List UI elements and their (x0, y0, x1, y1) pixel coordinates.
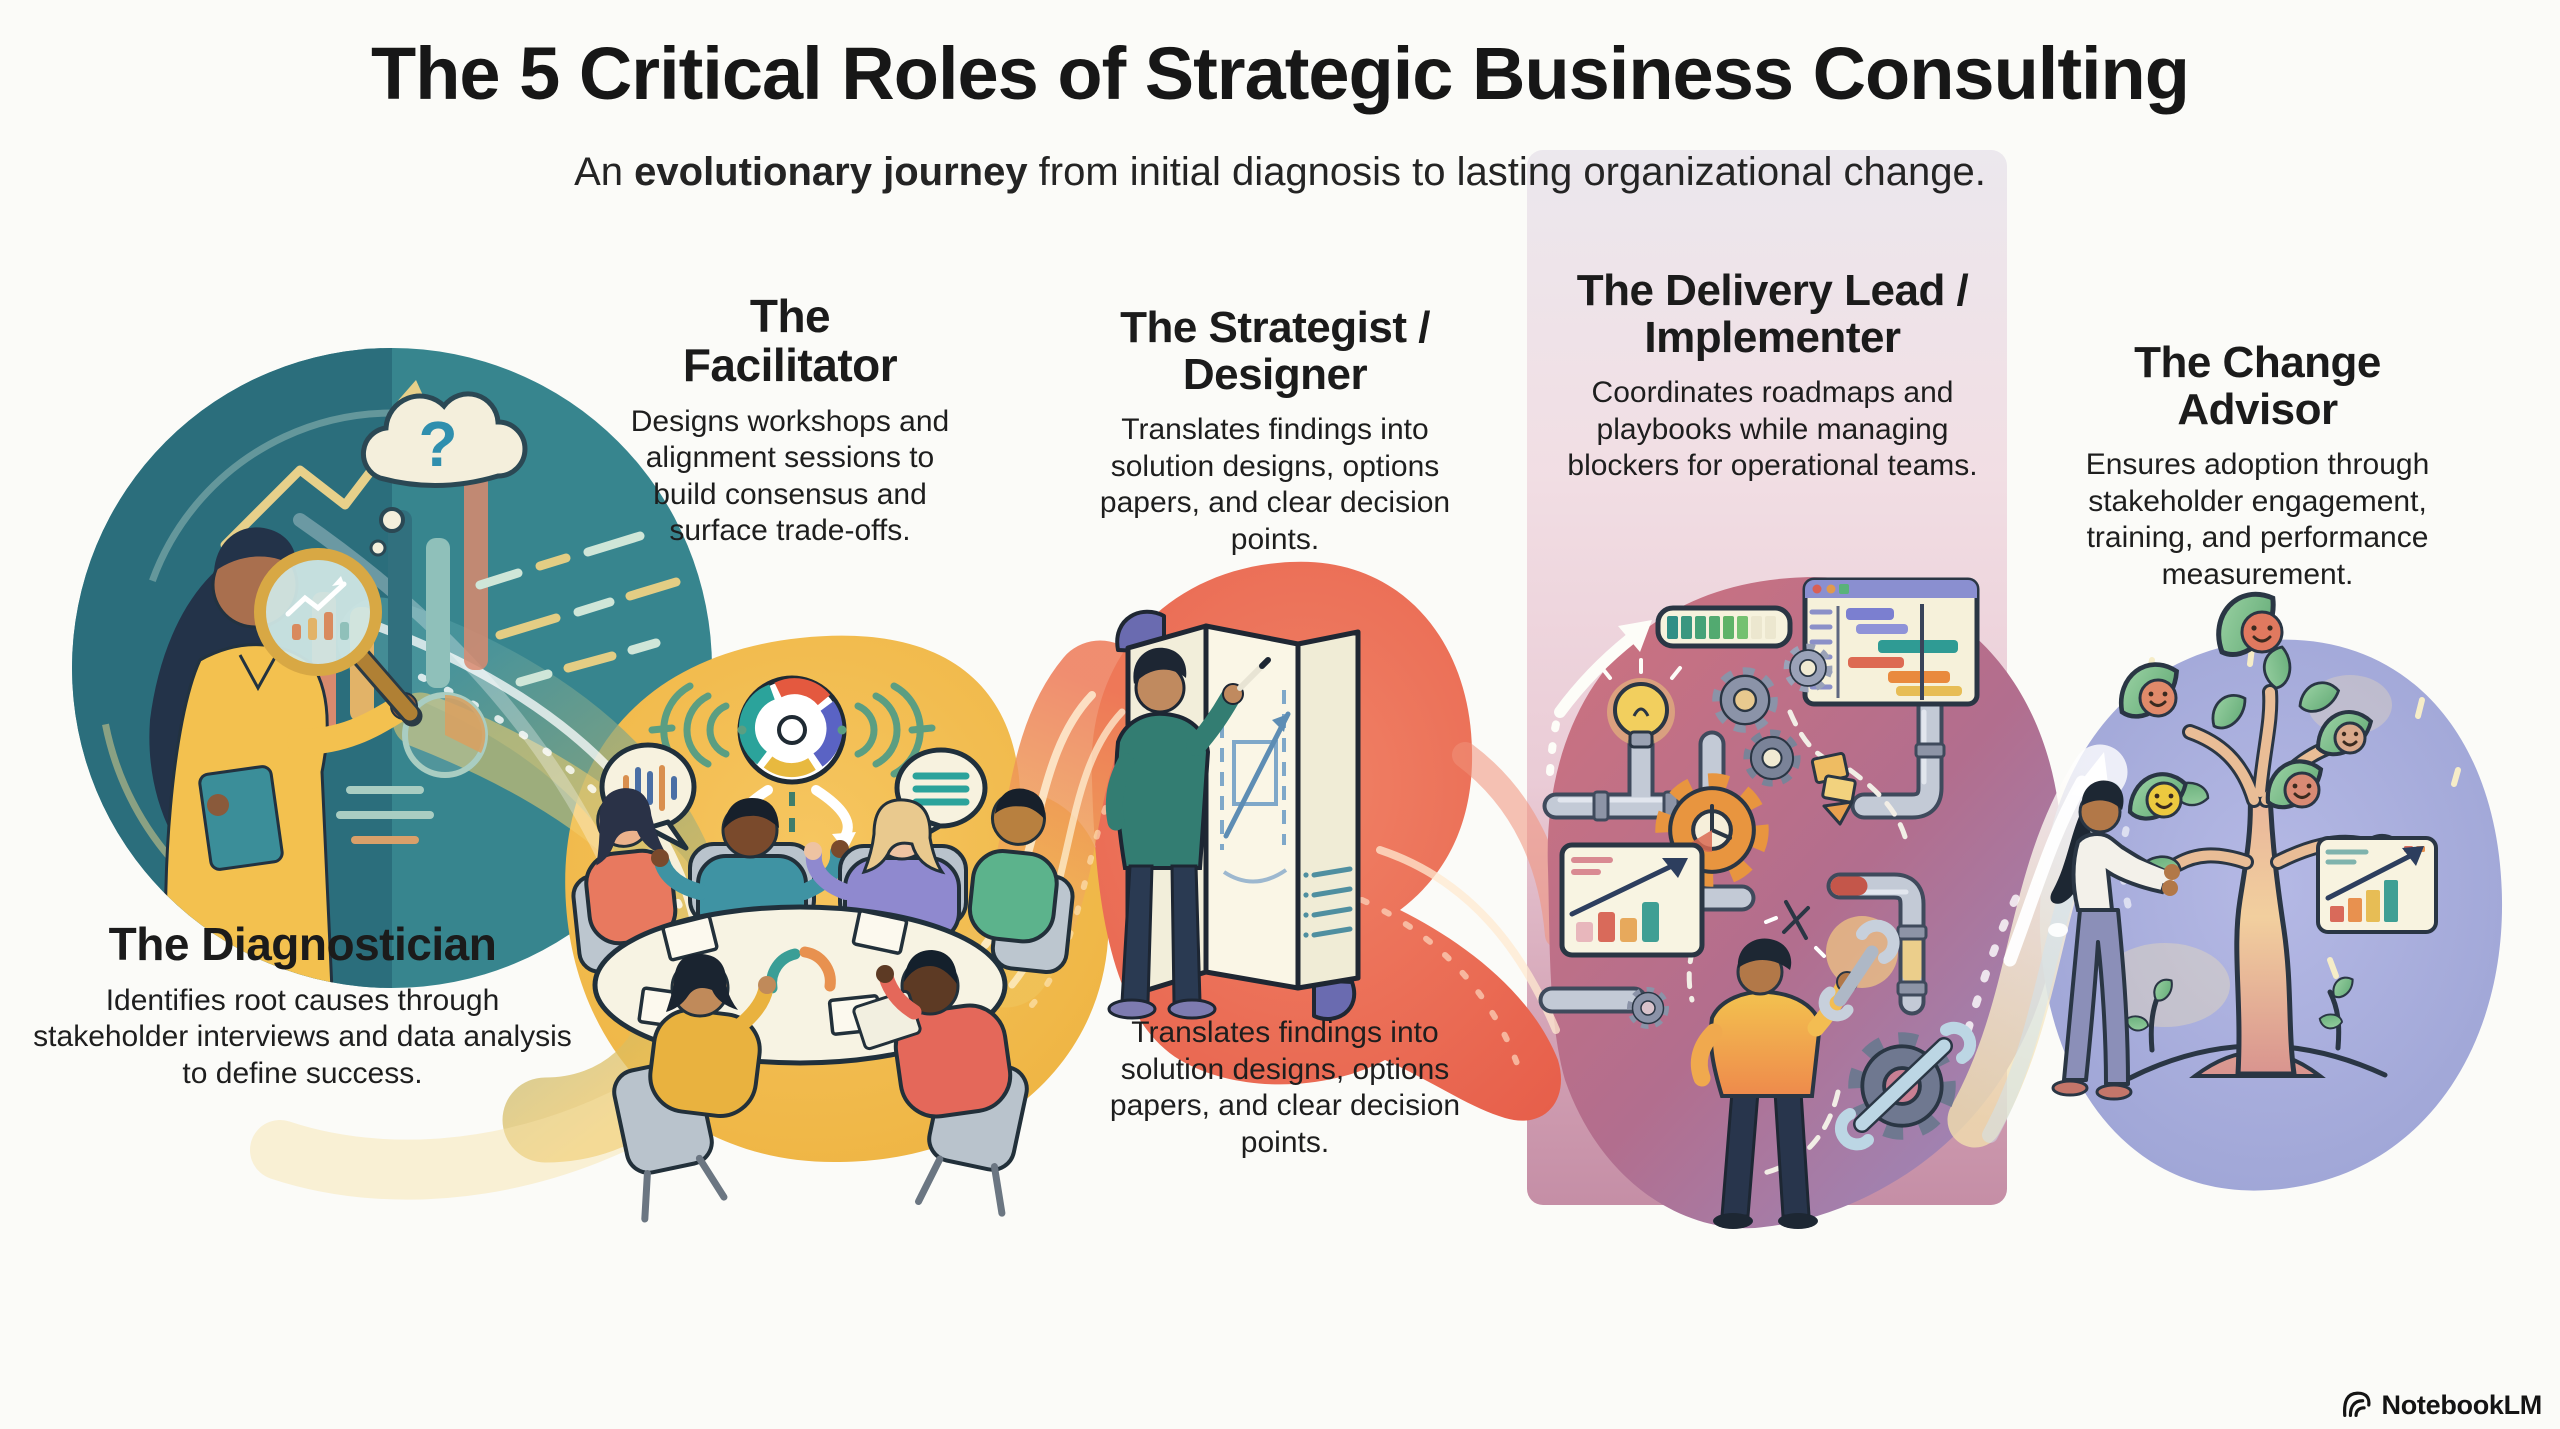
participant-right (967, 788, 1075, 975)
implementer-figure (1690, 916, 1900, 1229)
participant-left (571, 788, 678, 974)
role-title-diagnostician: The Diagnostician (108, 918, 497, 970)
sparkle-icon (1764, 900, 1826, 958)
role-description-strategist: Translates findings into solution design… (1099, 413, 1451, 557)
sprout (2122, 972, 2359, 1053)
page-subtitle: An evolutionary journey from initial dia… (0, 150, 2560, 195)
sound-waves-icon (648, 682, 936, 778)
presenter-figure (1105, 647, 1271, 1020)
pie-chart-icon (336, 692, 488, 844)
gear-icon (1747, 733, 1797, 783)
role-diagnostician: The Diagnostician Identifies root causes… (30, 920, 575, 1093)
svg-text:?: ? (418, 408, 457, 480)
gear-wrench-icon (1835, 1021, 1977, 1151)
page-title: The 5 Critical Roles of Strategic Busine… (371, 32, 2190, 115)
notebooklm-logo-icon (2342, 1391, 2371, 1417)
gear-icon (1716, 671, 1774, 729)
diagnostician-illustration: ? (149, 380, 681, 988)
subtitle-prefix: An (574, 150, 635, 194)
header: The 5 Critical Roles of Strategic Busine… (0, 32, 2560, 115)
role-description-delivery-lead: Coordinates roadmaps and playbooks while… (1567, 376, 1978, 483)
metrics-card-icon (2316, 836, 2438, 934)
role-delivery-lead: The Delivery Lead / Implementer Coordina… (1545, 266, 2000, 485)
role-title-change-advisor: The Change Advisor (2134, 338, 2381, 434)
data-dashes (475, 531, 681, 687)
strategist-caption-text: Translates findings into solution design… (1109, 1016, 1461, 1159)
question-cloud-icon: ? (360, 391, 528, 557)
role-facilitator: The Facilitator Designs workshops and al… (565, 292, 1015, 550)
role-title-facilitator: The Facilitator (682, 290, 898, 391)
momentum-arrow-icon (1546, 620, 1652, 776)
participant-front-left (612, 953, 776, 1223)
gear-icon (1629, 989, 1667, 1027)
kpi-board-icon (1559, 842, 1705, 958)
progress-bar-icon (1655, 605, 1793, 649)
swirl-logo-icon (737, 675, 847, 785)
consultant-figure (149, 527, 418, 988)
role-description-facilitator: Designs workshops and alignment sessions… (630, 404, 950, 548)
gantt-window-icon (1802, 577, 1980, 707)
role-description-change-advisor: Ensures adoption through stakeholder eng… (2085, 448, 2430, 592)
smiley-leaf-icon (2109, 582, 2379, 823)
advisor-figure (2050, 780, 2180, 1101)
subtitle-suffix: from initial diagnosis to lasting organi… (1027, 150, 1986, 194)
gear-icon (1786, 646, 1830, 690)
change-advisor-illustration (2050, 582, 2461, 1101)
subtitle-emphasis: evolutionary journey (634, 150, 1028, 194)
lightbulb-icon (1600, 658, 1682, 749)
plan-sketch (1220, 690, 1353, 938)
watermark-text: NotebookLM (2381, 1389, 2543, 1420)
role-strategist-designer: The Strategist / Designer Translates fin… (1040, 303, 1510, 559)
wrench-icon (1818, 919, 1900, 1022)
role-change-advisor: The Change Advisor Ensures adoption thro… (2035, 338, 2480, 594)
role-title-delivery-lead: The Delivery Lead / Implementer (1576, 266, 1969, 362)
participant-front-right (852, 950, 1029, 1217)
strategist-illustration (1105, 609, 1361, 1021)
role-title-strategist: The Strategist / Designer (1120, 303, 1430, 399)
delivery-illustration (1538, 577, 1980, 1229)
strategist-caption: Translates findings into solution design… (1080, 1015, 1490, 1161)
role-description-diagnostician: Identifies root causes through stakehold… (33, 983, 572, 1090)
facilitator-illustration (571, 675, 1075, 1223)
watermark: NotebookLM (2341, 1389, 2542, 1421)
papers-icon (1810, 751, 1857, 826)
magnifier-icon (254, 548, 423, 727)
